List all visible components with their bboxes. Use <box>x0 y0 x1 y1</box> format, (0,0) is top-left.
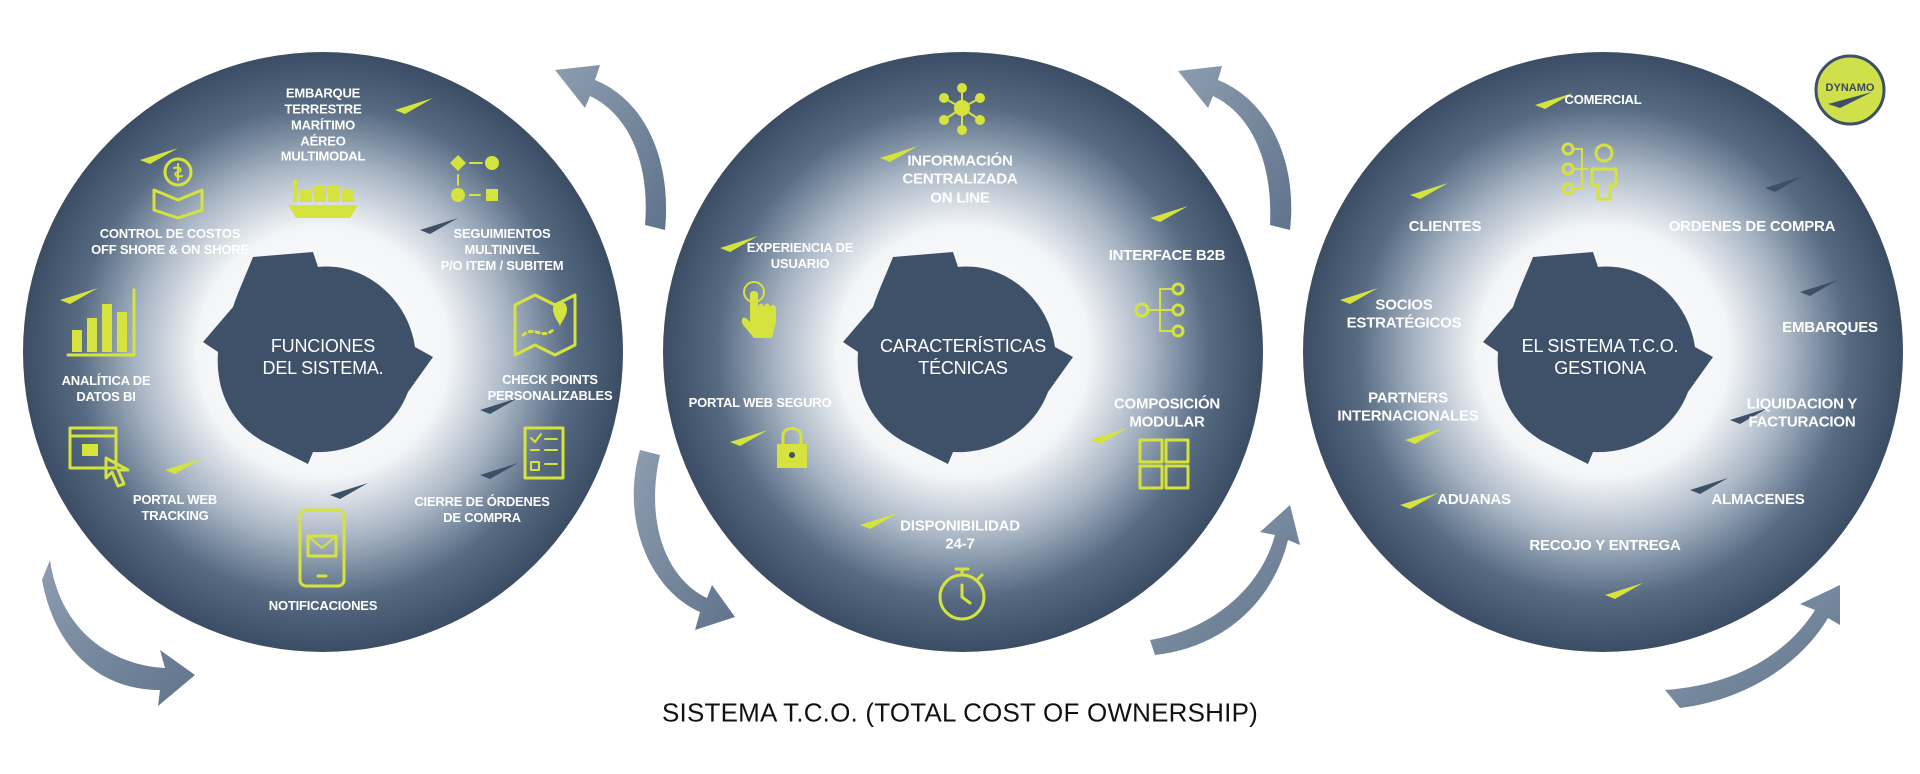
paper-plane-icon <box>1605 583 1643 599</box>
padlock-icon <box>777 427 807 468</box>
checklist-icon <box>523 426 565 480</box>
paper-plane-icon <box>480 463 518 479</box>
paper-plane-icon <box>420 218 458 234</box>
paper-plane-icon <box>165 458 203 474</box>
label-clientes: CLIENTES <box>1408 217 1482 235</box>
label-comercial: COMERCIAL <box>1564 92 1642 108</box>
logo-plane-icon <box>1828 92 1872 108</box>
label-socios: SOCIOS ESTRATÉGICOS <box>1346 296 1462 332</box>
paper-plane-icon <box>395 98 433 114</box>
label-experiencia: EXPERIENCIA DE USUARIO <box>746 240 854 271</box>
label-analitica: ANALÍTICA DE DATOS BI <box>61 373 151 404</box>
label-embarques: EMBARQUES <box>1782 318 1878 336</box>
paper-plane-icon <box>480 398 518 414</box>
workflow-shapes-icon <box>450 155 499 202</box>
bar-chart-icon <box>66 288 136 357</box>
curved-arrow-icon <box>1665 585 1840 708</box>
paper-plane-icon <box>730 430 768 446</box>
stopwatch-icon <box>938 567 986 621</box>
label-cierre-ordenes: CIERRE DE ÓRDENES DE COMPRA <box>414 494 550 525</box>
label-almacenes: ALMACENES <box>1711 490 1805 508</box>
curved-arrow-icon <box>555 65 667 230</box>
center-technical: CARACTERÍSTICAS TÉCNICAS <box>879 336 1047 378</box>
paper-plane-icon <box>720 236 758 252</box>
label-portal-seguro: PORTAL WEB SEGURO <box>688 395 832 411</box>
center-manages: EL SISTEMA T.C.O. GESTIONA <box>1521 336 1679 378</box>
paper-plane-icon <box>1410 183 1448 199</box>
label-liquidacion: LIQUIDACION Y FACTURACION <box>1746 395 1858 431</box>
curved-arrow-icon <box>1150 505 1300 655</box>
label-aduanas: ADUANAS <box>1437 490 1511 508</box>
paper-plane-icon <box>1730 408 1768 424</box>
cargo-ship-icon <box>288 180 358 218</box>
paper-plane-icon <box>1690 478 1728 494</box>
label-disponibilidad: DISPONIBILIDAD 24-7 <box>900 517 1020 553</box>
people-hierarchy-icon <box>1561 142 1618 201</box>
label-embarque: EMBARQUE TERRESTRE MARÍTIMO AÉREO MULTIM… <box>280 85 366 164</box>
phone-mail-icon <box>298 508 346 588</box>
hub-functions <box>203 252 433 464</box>
label-control-costos: CONTROL DE COSTOS OFF SHORE & ON SHORE <box>91 226 249 257</box>
curved-arrow-icon <box>1178 66 1292 230</box>
paper-plane-icon <box>1400 493 1438 509</box>
page-title: SISTEMA T.C.O. (TOTAL COST OF OWNERSHIP) <box>662 697 1258 728</box>
branch-icon <box>1134 282 1185 338</box>
label-informacion: INFORMACIÓN CENTRALIZADA ON LINE <box>902 152 1018 207</box>
paper-plane-icon <box>140 148 178 164</box>
label-ordenes-compra: ORDENES DE COMPRA <box>1668 217 1836 235</box>
label-composicion: COMPOSICIÓN MODULAR <box>1113 395 1221 431</box>
paper-plane-icon <box>1535 93 1573 109</box>
web-click-icon <box>68 426 130 488</box>
paper-plane-icon <box>1340 288 1378 304</box>
paper-plane-icon <box>1765 176 1803 192</box>
label-portal-tracking: PORTAL WEB TRACKING <box>132 492 218 523</box>
paper-plane-icon <box>330 483 368 499</box>
center-functions: FUNCIONES DEL SISTEMA. <box>262 336 384 378</box>
hub-manages <box>1483 252 1713 464</box>
money-box-icon <box>152 157 204 220</box>
paper-plane-icon <box>1150 206 1188 222</box>
paper-plane-icon <box>880 146 918 162</box>
curved-arrow-icon <box>633 450 735 630</box>
hub-technical <box>843 252 1073 464</box>
dynamo-logo <box>1814 54 1886 126</box>
paper-plane-icon <box>60 288 98 304</box>
label-check-points: CHECK POINTS PERSONALIZABLES <box>487 372 613 403</box>
network-hub-icon <box>939 83 985 135</box>
puzzle-icon <box>1138 438 1190 490</box>
curved-arrow-icon <box>42 560 195 706</box>
paper-plane-icon <box>1405 428 1443 444</box>
paper-plane-icon <box>860 513 898 529</box>
label-recojo-entrega: RECOJO Y ENTREGA <box>1529 536 1681 554</box>
label-seguimientos: SEGUIMIENTOS MULTINIVEL P/O ITEM / SUBIT… <box>440 226 564 273</box>
label-notificaciones: NOTIFICACIONES <box>268 598 378 614</box>
label-partners: PARTNERS INTERNACIONALES <box>1337 389 1479 425</box>
logo-text: DYNAMO <box>1825 82 1875 94</box>
touch-hand-icon <box>741 281 776 338</box>
paper-plane-icon <box>1800 280 1838 296</box>
map-pin-icon <box>513 293 577 357</box>
paper-plane-icon <box>1090 428 1128 444</box>
label-interface-b2b: INTERFACE B2B <box>1108 246 1226 264</box>
